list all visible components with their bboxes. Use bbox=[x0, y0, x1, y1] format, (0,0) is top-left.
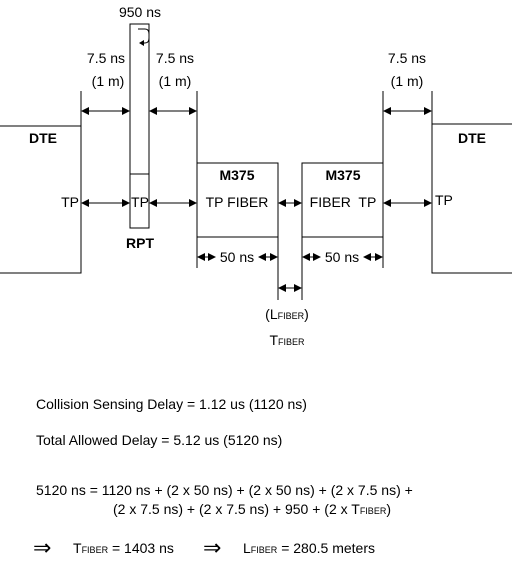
seg3-length-label: (1 m) bbox=[391, 73, 424, 89]
calc-line-1: 5120 ns = 1120 ns + (2 x 50 ns) + (2 x 5… bbox=[36, 482, 413, 498]
seg1-length-label: (1 m) bbox=[92, 73, 125, 89]
seg3-delay-label: 7.5 ns bbox=[388, 50, 426, 66]
right-dte-label: DTE bbox=[458, 130, 486, 146]
calc-line-2: (2 x 7.5 ns) + (2 x 7.5 ns) + 950 + (2 x… bbox=[113, 501, 391, 517]
total-delay-text: Total Allowed Delay = 5.12 us (5120 ns) bbox=[36, 432, 282, 448]
repeater-loop-arrow bbox=[138, 28, 150, 46]
m375-right-ports-label: FIBER TP bbox=[310, 194, 377, 210]
l-fiber-result: LFIBER = 280.5 meters bbox=[243, 540, 375, 556]
right-dte-box bbox=[431, 123, 512, 274]
m375-left-delay-label: 50 ns bbox=[220, 249, 254, 265]
repeater-label: RPT bbox=[126, 235, 154, 251]
m375-right-label: M375 bbox=[325, 167, 360, 183]
m375-left-label: M375 bbox=[219, 167, 254, 183]
seg2-delay-label: 7.5 ns bbox=[156, 50, 194, 66]
left-dte-label: DTE bbox=[29, 130, 57, 146]
right-dte-port-label: TP bbox=[435, 192, 453, 208]
implies-arrow-icon: ⇒ bbox=[33, 535, 51, 560]
seg2-length-label: (1 m) bbox=[159, 73, 192, 89]
seg1-delay-label: 7.5 ns bbox=[87, 50, 125, 66]
t-fiber-result: TFIBER = 1403 ns bbox=[73, 540, 174, 556]
repeater-box bbox=[129, 23, 150, 229]
fiber-length-label: (LFIBER) bbox=[265, 306, 309, 322]
m375-left-ports-label: TP FIBER bbox=[206, 194, 269, 210]
repeater-port-label: TP bbox=[131, 194, 149, 210]
fiber-time-label: TFIBER bbox=[269, 332, 305, 348]
left-dte-port-label: TP bbox=[61, 194, 79, 210]
implies-arrow-icon: ⇒ bbox=[203, 535, 221, 560]
repeater-delay-label: 950 ns bbox=[119, 4, 161, 20]
m375-right-delay-label: 50 ns bbox=[325, 249, 359, 265]
collision-delay-text: Collision Sensing Delay = 1.12 us (1120 … bbox=[36, 396, 307, 412]
